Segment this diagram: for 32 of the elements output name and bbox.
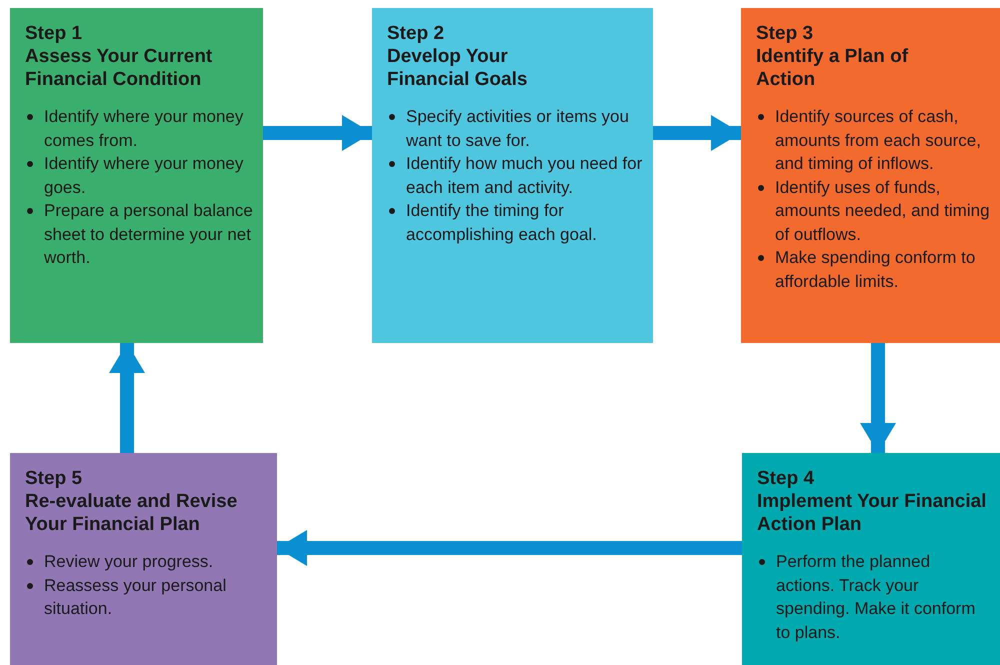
step-number: Step 2 [387, 22, 446, 45]
step-title: Develop Your Financial Goals [387, 45, 528, 91]
arrow [109, 343, 145, 453]
arrow [263, 115, 372, 151]
bullet-item: Identify where your money comes from. [25, 105, 253, 152]
step-title: Re-evaluate and Revise Your Financial Plan [25, 490, 238, 536]
bullet-item: Identify uses of funds, amounts needed, and timing of outflows. [756, 176, 990, 246]
step-box [742, 453, 1000, 665]
step-title: Identify a Plan of Action [756, 45, 910, 91]
bullet-item: Identify sources of cash, amounts from each source, and timing of inflows. [756, 105, 990, 176]
step-box [10, 453, 277, 665]
bullet-item: Prepare a personal balance sheet to determine your net worth. [25, 199, 253, 270]
step-box [372, 8, 653, 343]
step-number: Step 1 [25, 22, 84, 45]
bullet-item: Make spending conform to affordable limits. [756, 246, 990, 293]
step-box [741, 8, 1000, 343]
step-title: Assess Your Current Financial Condition [25, 45, 214, 91]
step-number: Step 4 [757, 467, 816, 490]
arrow [860, 343, 896, 453]
step-number: Step 3 [756, 22, 814, 45]
step-box [10, 8, 263, 343]
bullet-item: Reassess your personal situation. [25, 574, 267, 620]
step-number: Step 5 [25, 467, 84, 490]
bullet-item: Identify where your money goes. [25, 152, 253, 199]
bullet-item: Identify how much you need for each item and activity. [387, 152, 643, 199]
bullet-item: Review your progress. [25, 550, 267, 574]
step-title: Implement Your Financial Action Plan [757, 490, 988, 536]
bullet-item: Identify the timing for accomplishing each goal. [387, 199, 643, 246]
bullet-item: Perform the planned actions. Track your spending. Make it conform to plans. [757, 550, 990, 644]
bullet-item: Specify activities or items you want to save for. [387, 105, 643, 152]
arrow [653, 115, 741, 151]
arrow [277, 530, 742, 566]
